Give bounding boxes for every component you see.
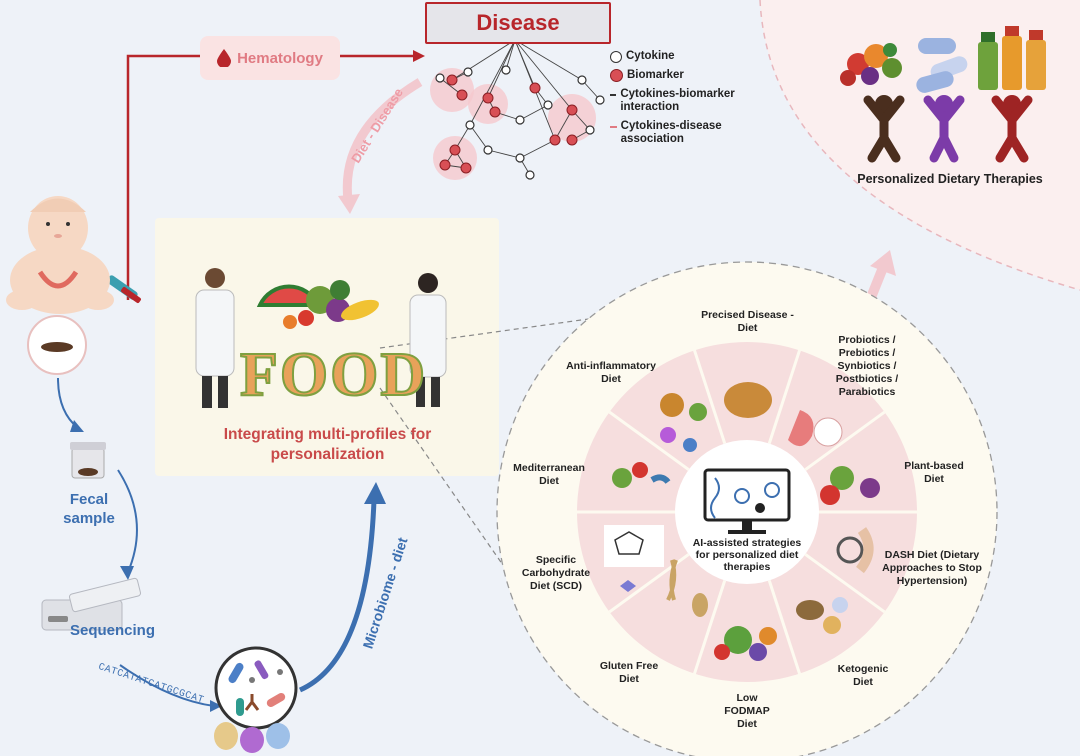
juice-bottles-icon (978, 26, 1046, 90)
interaction-line-icon (610, 94, 617, 96)
integration-caption: Integrating multi-profiles for personali… (223, 426, 432, 463)
fecal-sample-label: Fecal sample (63, 491, 115, 527)
person-brown-icon (863, 95, 905, 163)
person-purple-icon (923, 95, 965, 163)
segment-ketogenic-diet: Ketogenic Diet (837, 663, 889, 688)
legend-cytokine-label: Cytokine (626, 50, 675, 62)
disease-title: Disease (425, 2, 611, 44)
legend-cytokine: Cytokine (610, 50, 760, 63)
legend-interaction-label: Cytokines-biomarker interaction (620, 88, 735, 113)
scientist-left-icon (195, 268, 235, 408)
association-line-icon (610, 126, 617, 128)
segment-scd: Specific Carbohydrate Diet (SCD) (521, 554, 591, 592)
hematology-box: Hematology (200, 36, 340, 80)
wheel-divider (767, 580, 801, 675)
wheel-divider (693, 349, 727, 444)
segment-precised-disease-diet: Precised Disease - Diet (701, 309, 794, 334)
cytokine-node-icon (610, 50, 622, 63)
wheel-center-text: AI-assisted strategies for personalized … (692, 537, 802, 573)
scientist-right-icon (409, 273, 447, 407)
segment-low-fodmap-diet: Low FODMAP Diet (724, 692, 770, 730)
pills-icon (916, 38, 968, 93)
segment-probiotics: Probiotics / Prebiotics / Synbiotics / P… (835, 334, 899, 398)
segment-anti-inflammatory-diet: Anti-inflammatory Diet (566, 360, 656, 385)
wheel-divider (608, 410, 690, 471)
segment-mediterranean-diet: Mediterranean Diet (513, 462, 585, 487)
segment-plant-based-diet: Plant-based Diet (904, 460, 964, 485)
network-legend: Cytokine Biomarker Cytokines-biomarker i… (610, 50, 760, 146)
legend-biomarker: Biomarker (610, 69, 760, 82)
legend-interaction: Cytokines-biomarker interaction (610, 88, 760, 114)
wheel-divider (693, 580, 727, 675)
ai-monitor-icon (703, 468, 791, 534)
wheel-divider (767, 349, 801, 444)
fruits-icon (840, 43, 902, 86)
segment-icons (604, 382, 880, 661)
person-red-icon (991, 95, 1033, 163)
sequencing-label: Sequencing (70, 622, 156, 639)
blood-drop-icon (217, 49, 232, 67)
legend-biomarker-label: Biomarker (627, 69, 684, 81)
food-word: FOOD (239, 340, 428, 410)
therapies-title: Personalized Dietary Therapies (857, 172, 1043, 186)
segment-gluten-free-diet: Gluten Free Diet (599, 660, 659, 685)
hematology-label: Hematology (237, 49, 323, 67)
biomarker-node-icon (610, 69, 623, 82)
segment-dash-diet: DASH Diet (Dietary Approaches to Stop Hy… (882, 549, 982, 587)
food-basket-icon (256, 280, 379, 329)
legend-association: Cytokines-disease association (610, 120, 760, 146)
wheel-divider (804, 553, 886, 614)
legend-association-label: Cytokines-disease association (620, 120, 722, 145)
wheel-divider (804, 410, 886, 471)
